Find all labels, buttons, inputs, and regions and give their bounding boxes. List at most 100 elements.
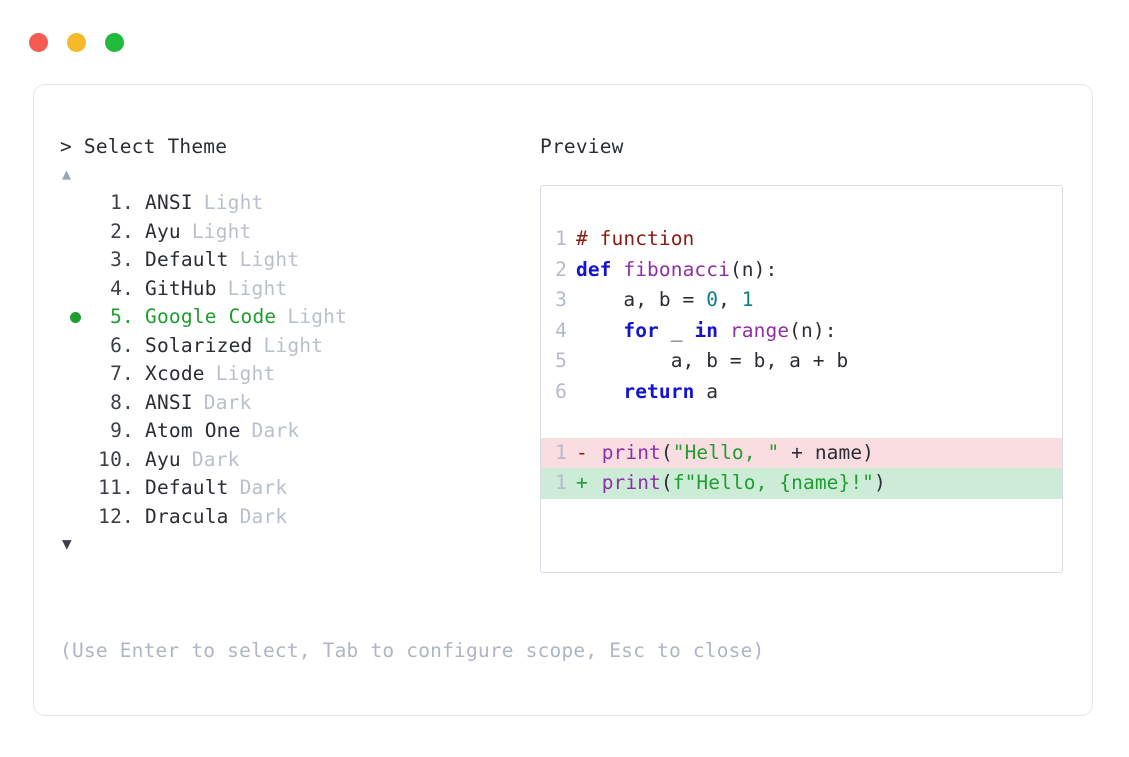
scroll-down-icon[interactable]: ▼ — [62, 534, 72, 553]
selection-bullet-icon — [60, 275, 90, 304]
code-spacer — [541, 407, 1062, 438]
code-line-number: 3 — [555, 288, 567, 311]
code-token: f"Hello, {name}!" — [672, 471, 875, 494]
theme-item-index: 7. — [110, 362, 134, 385]
theme-list-item[interactable]: 12. Dracula Dark — [60, 503, 530, 532]
window-titlebar — [29, 33, 124, 52]
code-token: _ — [658, 318, 695, 342]
code-token: ( — [660, 471, 673, 494]
code-token: range — [729, 318, 790, 342]
code-token — [576, 380, 623, 403]
code-token: , — [718, 288, 742, 311]
theme-item-index: 12. — [98, 504, 134, 528]
code-line: 3 a, b = 0, 1 — [541, 285, 1062, 316]
theme-list-item[interactable]: 1. ANSI Light — [60, 189, 530, 218]
code-token: 1 — [741, 288, 754, 311]
window-minimize-button[interactable] — [67, 33, 86, 52]
theme-item-variant: Light — [227, 276, 288, 300]
scroll-up-icon[interactable]: ▲ — [62, 165, 72, 183]
theme-item-variant: Light — [239, 248, 300, 271]
code-line-content: a, b = b, a + b — [576, 346, 849, 377]
window-close-button[interactable] — [29, 33, 48, 52]
code-token: print — [601, 440, 661, 464]
diff-removed-line: 1- print("Hello, " + name) — [541, 437, 1062, 468]
theme-item-index: 6. — [110, 333, 134, 357]
code-line-content: # function — [576, 224, 694, 255]
code-line-number: 2 — [555, 257, 567, 281]
selection-bullet-icon — [60, 446, 90, 475]
theme-item-variant: Light — [287, 305, 348, 328]
code-line-number: 5 — [555, 349, 567, 372]
window-zoom-button[interactable] — [105, 33, 124, 52]
theme-item-variant: Dark — [251, 419, 300, 442]
theme-item-variant: Dark — [239, 504, 288, 528]
code-token: 0 — [706, 288, 719, 311]
theme-item-name: Ayu — [145, 219, 181, 243]
code-token: + name) — [779, 440, 875, 464]
theme-item-name: ANSI — [145, 191, 193, 214]
code-token: print — [601, 471, 661, 494]
theme-item-variant: Dark — [203, 390, 252, 414]
theme-item-name: Dracula — [145, 504, 229, 528]
theme-item-index: 1. — [110, 191, 134, 214]
code-token: "Hello, " — [672, 440, 780, 464]
theme-item-variant: Dark — [239, 476, 288, 499]
theme-item-index: 10. — [98, 447, 134, 471]
code-line-content: for _ in range(n): — [576, 316, 837, 347]
theme-list-item[interactable]: 5. Google Code Light — [60, 303, 530, 332]
code-token: a, b = b, a + b — [576, 349, 849, 372]
code-line: 6 return a — [541, 377, 1062, 408]
code-line-number: 4 — [555, 318, 567, 342]
theme-item-name: Xcode — [145, 362, 205, 385]
theme-list-item[interactable]: 8. ANSI Dark — [60, 389, 530, 418]
theme-item-name: Atom One — [145, 419, 241, 442]
theme-item-index: 3. — [110, 248, 134, 271]
theme-list-item[interactable]: 7. Xcode Light — [60, 360, 530, 389]
theme-item-index: 5. — [110, 305, 134, 328]
code-token: fibonacci — [623, 257, 730, 281]
theme-item-variant: Light — [215, 362, 276, 385]
theme-item-index: 2. — [110, 219, 134, 243]
theme-item-variant: Light — [263, 333, 324, 357]
selection-bullet-icon — [60, 360, 90, 389]
theme-item-name: Default — [145, 248, 229, 271]
theme-item-index: 9. — [110, 419, 134, 442]
code-line: 5 a, b = b, a + b — [541, 346, 1062, 377]
selection-bullet-icon — [60, 332, 90, 361]
code-line: 1# function — [541, 224, 1062, 255]
theme-item-index: 4. — [110, 276, 134, 300]
theme-item-name: ANSI — [145, 390, 193, 414]
selection-bullet-icon — [60, 218, 90, 247]
theme-item-variant: Dark — [191, 447, 240, 471]
theme-item-name: Google Code — [145, 305, 277, 328]
theme-list-item[interactable]: 9. Atom One Dark — [60, 417, 530, 446]
selection-bullet-icon — [60, 474, 90, 503]
code-token: a — [694, 379, 719, 403]
selection-bullet-icon — [60, 389, 90, 418]
theme-item-variant: Light — [203, 191, 264, 214]
theme-list-item[interactable]: 3. Default Light — [60, 246, 530, 275]
code-token: # function — [576, 227, 695, 250]
diff-added-line: 1+ print(f"Hello, {name}!") — [541, 468, 1062, 499]
selection-bullet-icon — [60, 417, 90, 446]
theme-item-index: 8. — [110, 390, 134, 414]
code-token: a, b = — [576, 288, 707, 311]
code-token: return — [623, 379, 695, 403]
code-token: in — [694, 318, 719, 342]
code-line-content: a, b = 0, 1 — [576, 285, 754, 316]
selection-bullet-icon — [60, 189, 90, 218]
code-line-number: 1 — [555, 440, 567, 464]
selection-bullet-icon — [60, 246, 90, 275]
code-token: (n): — [789, 318, 837, 342]
